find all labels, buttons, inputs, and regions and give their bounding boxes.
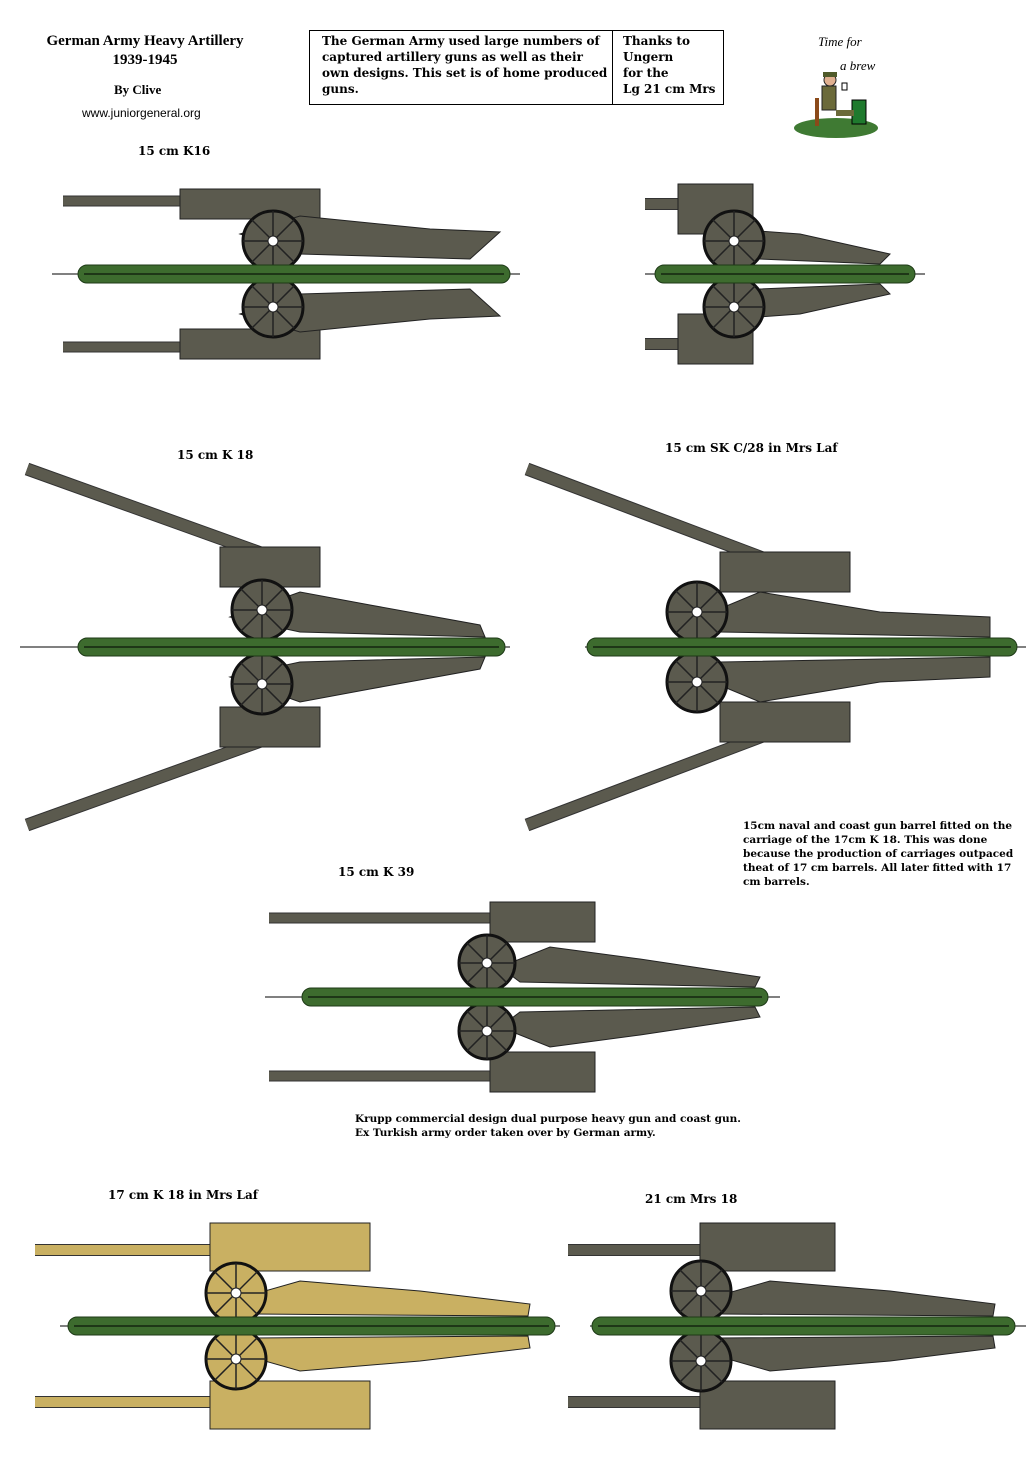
trail xyxy=(699,656,991,703)
wheel-hub xyxy=(481,1025,493,1037)
k39-note-1: Krupp commercial design dual purpose hea… xyxy=(355,1113,741,1125)
gun-mirror-view xyxy=(524,650,991,832)
wheel-hub xyxy=(728,235,740,247)
gun-k39 xyxy=(265,901,780,1093)
wheel-hub xyxy=(481,957,493,969)
trail xyxy=(498,946,761,988)
gun-label-21cm-mrs18: 21 cm Mrs 18 xyxy=(645,1192,738,1206)
page-title: German Army Heavy Artillery 1939-1945 xyxy=(46,33,244,68)
gun-21cm-mrs18 xyxy=(568,1222,1026,1430)
wheel-hub xyxy=(695,1285,707,1297)
brew-logo xyxy=(794,72,878,138)
cradle xyxy=(179,188,321,220)
website-link[interactable]: www.juniorgeneral.org xyxy=(82,106,201,120)
trail xyxy=(228,656,486,703)
wheel-hub xyxy=(267,235,279,247)
gun-top-view xyxy=(568,1222,996,1323)
jerrycan-icon xyxy=(851,99,867,125)
gun-17cm-k18 xyxy=(35,1222,560,1430)
wheel-hub xyxy=(230,1353,242,1365)
thanks-text: Thanks to Ungern for the Lg 21 cm Mrs xyxy=(623,34,716,96)
mug-icon xyxy=(841,82,848,91)
wheel-hub xyxy=(256,604,268,616)
cradle xyxy=(179,328,321,360)
gun-mirror-view xyxy=(645,275,891,365)
gun-top-view xyxy=(35,1222,531,1325)
cradle xyxy=(719,701,851,743)
wheel-hub xyxy=(728,301,740,313)
gun-top-view xyxy=(269,901,761,993)
trail xyxy=(699,591,991,638)
gun-mirror-view xyxy=(35,1327,531,1430)
logo-text-1: Time for xyxy=(818,34,862,49)
gun-top-view xyxy=(24,462,486,642)
wheel-hub xyxy=(267,301,279,313)
k39-note-2: Ex Turkish army order taken over by Germ… xyxy=(355,1127,656,1139)
gun-top-view xyxy=(524,462,991,644)
gun-top-view xyxy=(63,188,502,273)
trail xyxy=(498,1006,761,1048)
trail xyxy=(698,1335,996,1372)
gun-mirror-view xyxy=(24,652,486,832)
gun-label-sk-c28: 15 cm SK C/28 in Mrs Laf xyxy=(665,441,838,455)
soldier-body xyxy=(821,85,837,111)
wheel-hub xyxy=(256,678,268,690)
chair-icon xyxy=(815,98,819,126)
gun-k16-front xyxy=(645,183,925,365)
description-text: The German Army used large numbers of ca… xyxy=(310,31,613,104)
gun-k18 xyxy=(20,462,510,832)
cradle xyxy=(489,901,596,943)
wheel-hub xyxy=(695,1355,707,1367)
trail xyxy=(698,1280,996,1317)
helmet-icon xyxy=(823,72,837,77)
trail xyxy=(228,1280,531,1317)
wheel-hub xyxy=(230,1287,242,1299)
gun-mirror-view xyxy=(269,1001,761,1093)
gun-label-k18: 15 cm K 18 xyxy=(177,448,254,462)
trail xyxy=(228,591,486,638)
gun-label-k39: 15 cm K 39 xyxy=(338,865,415,879)
wheel-hub xyxy=(691,606,703,618)
trail xyxy=(228,1335,531,1372)
logo-text-2: a brew xyxy=(840,58,876,73)
cradle xyxy=(699,1222,836,1272)
wheel-hub xyxy=(691,676,703,688)
gun-sk-c28 xyxy=(524,462,1026,832)
gun-mirror-view xyxy=(63,275,502,360)
gun-label-17cm-k18: 17 cm K 18 in Mrs Laf xyxy=(108,1188,258,1202)
sk-c28-note: 15cm naval and coast gun barrel fitted o… xyxy=(743,820,1014,888)
gun-k16-side xyxy=(52,188,520,360)
cradle xyxy=(699,1380,836,1430)
byline: By Clive xyxy=(114,82,162,97)
soldier-legs xyxy=(836,110,854,116)
cradle xyxy=(489,1051,596,1093)
gun-label-k16: 15 cm K16 xyxy=(138,144,211,158)
gun-top-view xyxy=(645,183,891,273)
info-box: The German Army used large numbers of ca… xyxy=(309,30,724,105)
cradle xyxy=(719,551,851,593)
gun-mirror-view xyxy=(568,1329,996,1430)
